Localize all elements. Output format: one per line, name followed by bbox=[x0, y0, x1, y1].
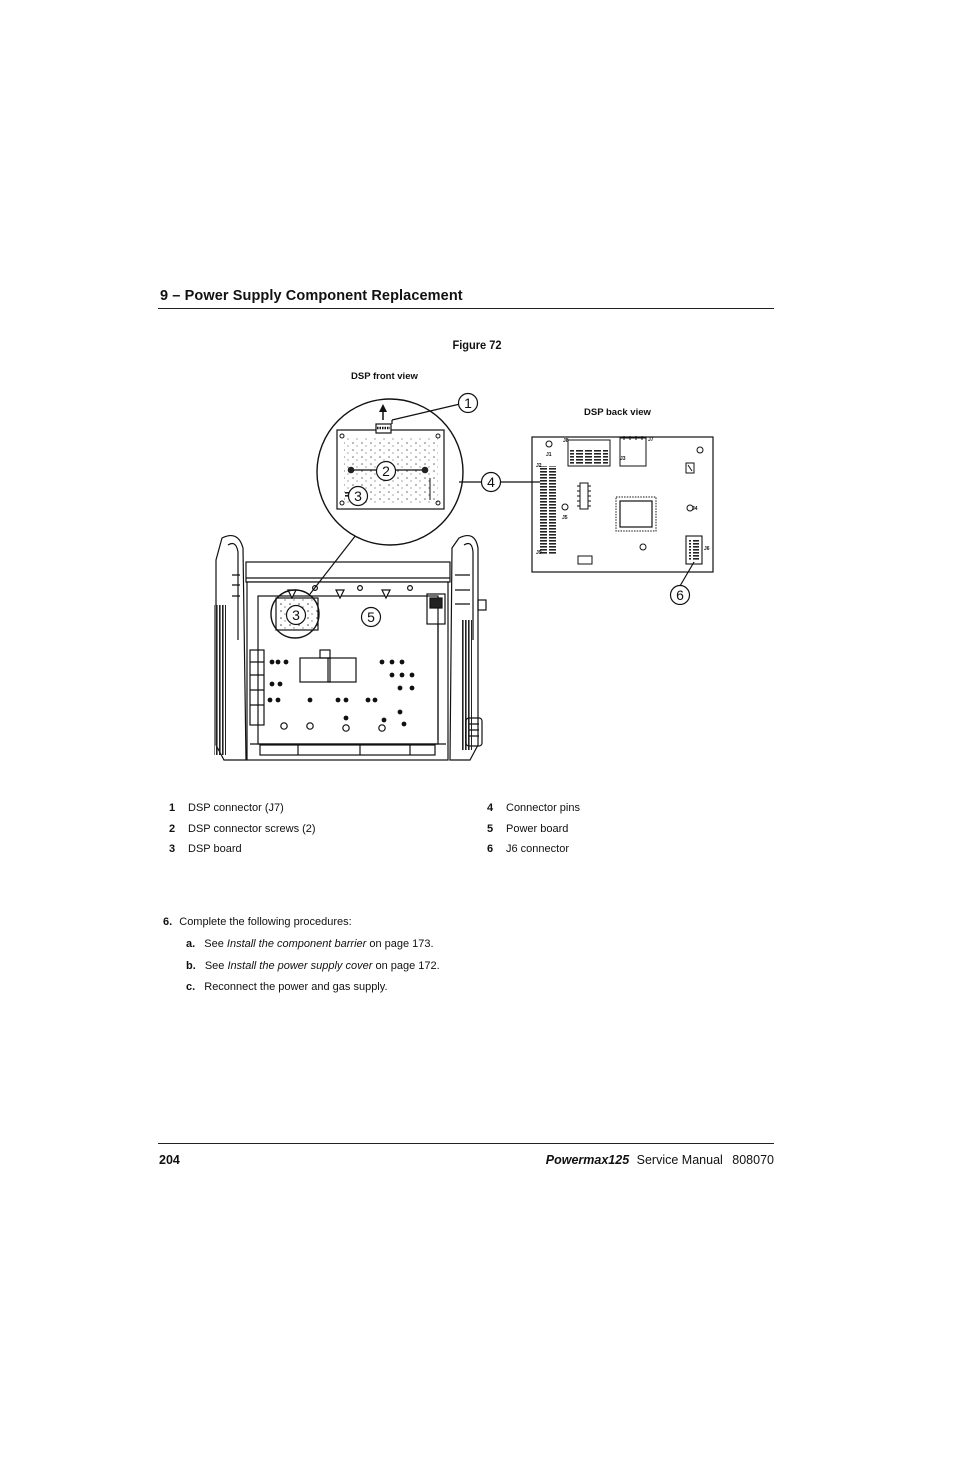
substep-prefix: See bbox=[204, 960, 228, 972]
substep-c: c. Reconnect the power and gas supply. bbox=[186, 981, 388, 993]
svg-text:3: 3 bbox=[354, 488, 362, 504]
legend-number: 2 bbox=[169, 823, 176, 835]
figure-callouts: 1 2 3 4 5 6 3 bbox=[285, 392, 691, 628]
board-mark: J7 bbox=[648, 437, 654, 443]
legend-text: J6 connector bbox=[506, 843, 569, 855]
svg-text:6: 6 bbox=[676, 587, 684, 603]
callout-3: 3 bbox=[347, 485, 369, 507]
svg-text:1: 1 bbox=[464, 395, 472, 411]
substep-b: b. See Install the power supply cover on… bbox=[186, 960, 440, 972]
footer-page-number: 204 bbox=[159, 1153, 180, 1167]
callout-1: 1 bbox=[457, 392, 479, 414]
substep-prefix: See bbox=[204, 938, 227, 950]
callout-6: 6 bbox=[669, 584, 691, 606]
substep-label: b. bbox=[186, 960, 196, 972]
section-title: 9 – Power Supply Component Replacement bbox=[160, 288, 463, 304]
legend-number: 1 bbox=[169, 802, 176, 814]
board-mark: J9 bbox=[536, 550, 542, 556]
board-mark: J2 bbox=[536, 463, 542, 469]
doc-name: Service Manual bbox=[636, 1153, 723, 1167]
substep-suffix: on page 172. bbox=[372, 960, 440, 972]
doc-number: 808070 bbox=[732, 1153, 774, 1167]
header-rule bbox=[158, 308, 774, 309]
legend-text: DSP board bbox=[188, 843, 242, 855]
legend-text: DSP connector screws (2) bbox=[188, 823, 316, 835]
substep-label: c. bbox=[186, 981, 196, 993]
legend-text: DSP connector (J7) bbox=[188, 802, 284, 814]
board-mark: J8 bbox=[563, 438, 569, 444]
zoom-circle-small bbox=[270, 589, 320, 639]
svg-text:4: 4 bbox=[487, 474, 495, 490]
page-number: 204 bbox=[159, 1153, 180, 1167]
procedure-step: 6. Complete the following procedures: bbox=[163, 916, 352, 928]
power-supply-drawing bbox=[214, 535, 487, 761]
substep-label: a. bbox=[186, 938, 196, 950]
svg-text:3: 3 bbox=[292, 607, 300, 623]
legend-text: Power board bbox=[506, 823, 569, 835]
legend-text: Connector pins bbox=[506, 802, 580, 814]
svg-text:5: 5 bbox=[367, 609, 375, 625]
power-board-components bbox=[267, 659, 415, 727]
callout-3: 3 bbox=[285, 604, 307, 626]
cross-reference-link[interactable]: Install the component barrier bbox=[226, 938, 367, 950]
step-text: Complete the following procedures: bbox=[179, 916, 352, 928]
front-view-label: DSP front view bbox=[351, 371, 418, 382]
back-view-label: DSP back view bbox=[584, 407, 651, 418]
board-mark: J1 bbox=[546, 452, 552, 458]
legend-number: 3 bbox=[169, 843, 176, 855]
board-mark: J3 bbox=[620, 456, 626, 462]
figure-title: Figure 72 bbox=[452, 338, 502, 352]
step-number: 6. bbox=[163, 916, 173, 928]
callout-4: 4 bbox=[480, 471, 502, 493]
product-name: Powermax125 bbox=[545, 1153, 630, 1167]
svg-text:2: 2 bbox=[382, 463, 390, 479]
legend-number: 6 bbox=[487, 843, 494, 855]
legend-number: 5 bbox=[487, 823, 494, 835]
board-mark: J4 bbox=[692, 506, 698, 512]
footer-rule bbox=[158, 1143, 774, 1144]
dsp-back-view-drawing bbox=[391, 403, 714, 587]
board-mark: J5 bbox=[562, 515, 568, 521]
callout-2: 2 bbox=[375, 460, 397, 482]
cross-reference-link[interactable]: Install the power supply cover bbox=[227, 960, 373, 972]
substep-suffix: on page 173. bbox=[366, 938, 434, 950]
legend-number: 4 bbox=[487, 802, 494, 814]
substep-text: Reconnect the power and gas supply. bbox=[204, 981, 388, 993]
callout-5: 5 bbox=[360, 606, 382, 628]
footer-doc-info: Powermax125 Service Manual 808070 bbox=[546, 1153, 774, 1167]
zoom-leader-line bbox=[309, 534, 357, 595]
substep-a: a. See Install the component barrier on … bbox=[186, 938, 434, 950]
board-mark: J6 bbox=[704, 546, 710, 552]
